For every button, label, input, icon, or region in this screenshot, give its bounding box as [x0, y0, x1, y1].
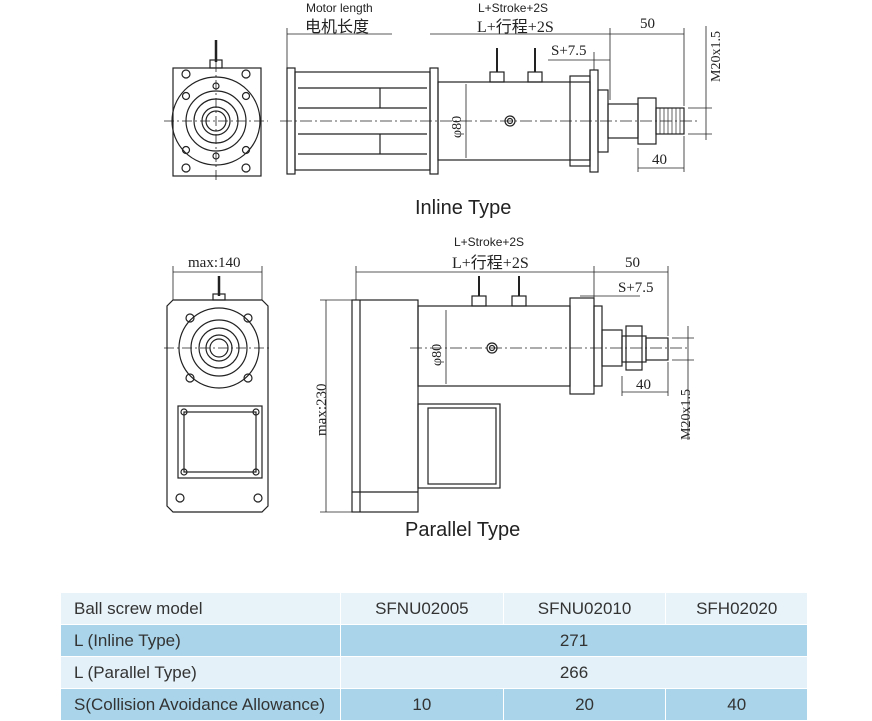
motor-length-label: Motor length	[306, 1, 373, 15]
inline-side-view	[280, 26, 712, 175]
parallel-stroke-label: L+Stroke+2S	[454, 235, 525, 249]
inline-stroke-cn-label: L+行程+2S	[477, 19, 554, 36]
inline-dim-diameter: φ80	[450, 115, 465, 138]
spec-table: Ball screw model SFNU02005 SFNU02010 SFH…	[60, 592, 808, 721]
table-row: L (Parallel Type) 266	[60, 656, 808, 689]
parallel-stroke-cn-label: L+行程+2S	[452, 255, 529, 272]
parallel-dim-diameter: φ80	[430, 343, 445, 366]
row-value-s-2: 20	[502, 688, 667, 721]
inline-type-caption: Inline Type	[415, 197, 512, 219]
inline-end-view	[164, 40, 268, 180]
parallel-type-caption: Parallel Type	[405, 519, 521, 541]
parallel-dim-thread: M20x1.5	[679, 389, 694, 440]
table-header-row: Ball screw model SFNU02005 SFNU02010 SFH…	[60, 592, 808, 625]
row-value-s-1: 10	[340, 688, 504, 721]
row-label-s: S(Collision Avoidance Allowance)	[60, 688, 341, 721]
motor-length-cn-label: 电机长度	[305, 19, 370, 36]
inline-stroke-label: L+Stroke+2S	[478, 1, 549, 15]
inline-dim-thread: M20x1.5	[709, 31, 724, 82]
parallel-end-view	[164, 266, 272, 513]
parallel-dim-40: 40	[636, 377, 651, 393]
table-row: S(Collision Avoidance Allowance) 10 20 4…	[60, 688, 808, 721]
row-label-inline: L (Inline Type)	[60, 624, 341, 657]
header-cell-model: Ball screw model	[60, 592, 341, 625]
inline-dim-40: 40	[652, 152, 667, 168]
parallel-dim-50: 50	[625, 255, 640, 271]
row-value-s-3: 40	[665, 688, 808, 721]
row-value-parallel: 266	[340, 656, 808, 689]
inline-dim-s75: S+7.5	[551, 43, 587, 59]
header-cell-sfh02020: SFH02020	[665, 592, 808, 625]
parallel-max230: max:230	[314, 383, 330, 437]
header-cell-sfnu02005: SFNU02005	[340, 592, 504, 625]
row-value-inline: 271	[340, 624, 808, 657]
table-row: L (Inline Type) 271	[60, 624, 808, 657]
parallel-side-view	[320, 266, 694, 513]
row-label-parallel: L (Parallel Type)	[60, 656, 341, 689]
header-cell-sfnu02010: SFNU02010	[502, 592, 667, 625]
inline-dim-50: 50	[640, 16, 655, 32]
parallel-dim-s75: S+7.5	[618, 280, 654, 296]
parallel-max140: max:140	[188, 255, 241, 271]
